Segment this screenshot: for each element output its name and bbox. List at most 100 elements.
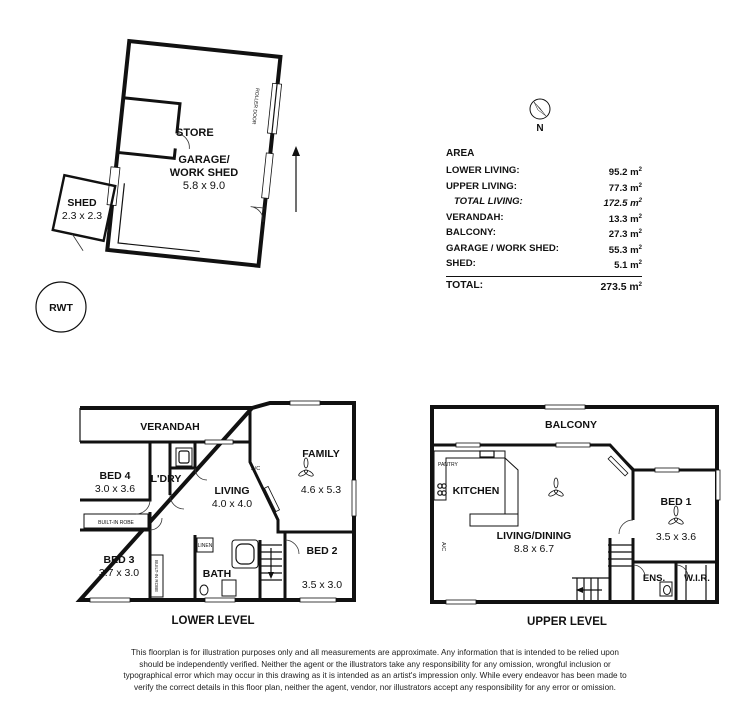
lower-toilet [199,584,209,596]
upper-toilet [663,585,671,595]
bath-label: BATH [203,568,231,580]
store-door [176,133,190,149]
area-unit-superscript: 2 [638,167,642,173]
lower-stairs [260,544,282,581]
area-row: TOTAL: 273.5 m2 [446,275,642,295]
area-value-text: 273.5 m [600,281,639,293]
area-value-text: 5.1 m [614,260,639,271]
garage-dimensions: 5.8 x 9.0 [183,180,225,192]
outbuildings: STORE GARAGE/ WORK SHED 5.8 x 9.0 ROLLER… [35,38,300,333]
garage-side-door [250,206,265,223]
shed-dimensions: 2.3 x 2.3 [62,210,102,222]
area-title: AREA [446,148,475,159]
rwt-label: RWT [49,302,73,314]
shed-door [71,233,84,251]
garage-label-2: WORK SHED [170,167,239,179]
bed1-dimensions: 3.5 x 3.6 [656,531,696,543]
living-label: LIVING [214,485,249,497]
disclaimer-text: This floorplan is for illustration purpo… [123,648,627,692]
area-unit-superscript: 2 [638,182,642,189]
upper-level-title: UPPER LEVEL [527,616,607,628]
bed2-label: BED 2 [307,545,338,557]
area-value-text: 172.5 m [603,198,639,209]
family-ceiling-fan-icon [298,457,314,477]
area-row-label: TOTAL LIVING: [454,196,523,207]
area-row: SHED: 5.1 m2 [446,257,642,273]
upper-stairs [572,544,632,600]
area-row-label: VERANDAH: [446,211,504,223]
living-dimensions: 4.0 x 4.0 [212,498,252,510]
verandah-label: VERANDAH [140,421,200,433]
area-row: VERANDAH: 13.3 m2 [446,211,642,227]
area-row-value: 77.3 m2 [609,180,642,196]
area-unit-superscript: 2 [638,198,642,204]
area-row-value: 5.1 m2 [614,257,642,273]
area-row-label: LOWER LIVING: [446,165,520,176]
area-row-value: 172.5 m2 [603,195,642,211]
upper-level-plan: BALCONY PANTRY KITCHEN LIVING/DINING 8.8… [430,404,721,628]
garage-label-1: GARAGE/ [178,154,229,166]
area-row-label: SHED: [446,258,476,269]
area-row-value: 13.3 m2 [609,211,642,227]
area-row: UPPER LIVING: 77.3 m2 [446,180,642,196]
builtin-robe-label-2: BUILT-IN ROBE [154,560,159,592]
compass-label: N [536,123,543,134]
area-value-text: 27.3 m [608,229,639,240]
family-dimensions: 4.6 x 5.3 [301,484,341,496]
area-unit-superscript: 2 [638,244,642,251]
bed3-label: BED 3 [104,554,135,566]
upper-ac-label: A/C [440,542,446,551]
rainwater-tank [35,281,87,333]
bed3-dimensions: 3.7 x 3.0 [99,567,139,579]
shed [51,173,117,251]
kitchen-label: KITCHEN [453,485,500,497]
kitchen-joinery [433,450,519,527]
area-unit-superscript: 2 [638,213,642,220]
compass: N [529,98,551,134]
upper-interior-walls [432,443,717,602]
store-walls [117,96,182,161]
upper-outer-walls [430,405,719,604]
laundry-label: L'DRY [151,473,182,485]
ensuite-label: ENS. [643,573,665,584]
area-value-text: 55.3 m [608,244,639,256]
area-unit-superscript: 2 [638,229,642,235]
pantry-label: PANTRY [438,462,458,468]
lower-ac-label: A/C [251,466,260,472]
balcony-label: BALCONY [545,419,597,431]
area-value-text: 95.2 m [608,167,639,178]
garage-window-right [261,152,274,199]
area-row-label: GARAGE / WORK SHED: [446,242,559,254]
living-dining-dimensions: 8.8 x 6.7 [514,543,554,555]
area-row-label: TOTAL: [446,279,484,291]
area-row: GARAGE / WORK SHED: 55.3 m2 [446,242,642,258]
up-arrow-icon [292,146,300,212]
area-row-label: UPPER LIVING: [446,180,517,192]
bed4-label: BED 4 [100,470,131,482]
area-row: BALCONY: 27.3 m2 [446,226,642,242]
area-value-text: 77.3 m [608,182,639,194]
area-row: LOWER LIVING: 95.2 m2 [446,164,642,180]
family-label: FAMILY [302,448,340,460]
area-row-label: BALCONY: [446,227,496,238]
store-label: STORE [176,127,214,139]
area-row-value: 27.3 m2 [609,226,642,242]
living-dining-label: LIVING/DINING [497,530,572,542]
bed4-dimensions: 3.0 x 3.6 [95,483,135,495]
lower-level-plan: VERANDAH BED 4 3.0 x 3.6 L'DRY LIVING 4.… [75,400,357,627]
lower-level-title: LOWER LEVEL [171,615,254,627]
bed1-label: BED 1 [661,496,692,508]
bath-tub [231,539,259,569]
builtin-robe-label-1: BUILT-IN ROBE [98,520,134,526]
area-row-value: 95.2 m2 [609,164,642,180]
wir-label: W.I.R. [684,573,710,584]
bed2-dimensions: 3.5 x 3.0 [302,579,342,591]
linen-label: LINEN [198,543,213,549]
area-value-text: 13.3 m [608,213,639,225]
bed1-ceiling-fan-icon [668,505,684,525]
area-unit-superscript: 2 [638,281,642,288]
shed-walls [51,173,117,243]
